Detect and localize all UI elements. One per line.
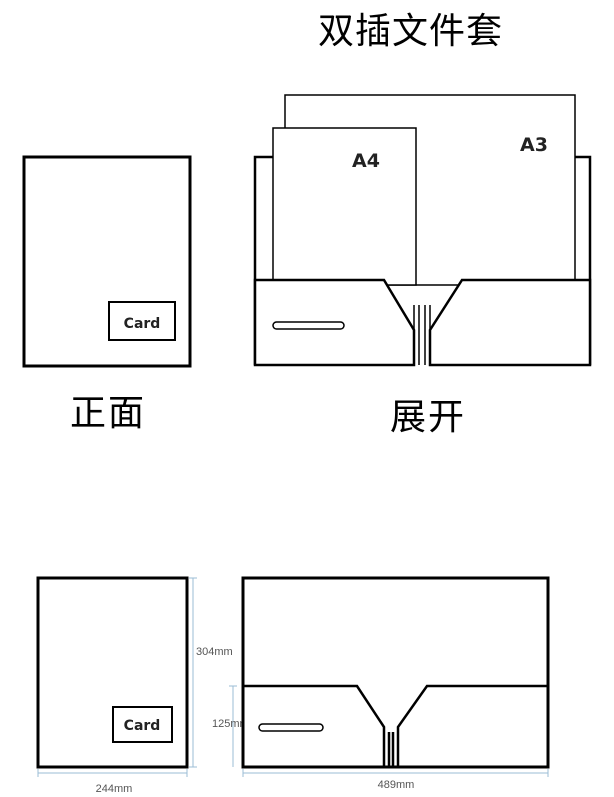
height-label: 304mm bbox=[196, 646, 233, 658]
front-view-label: 正面 bbox=[70, 393, 147, 434]
open-folder-dim bbox=[241, 576, 550, 769]
pocket-height-label: 125mm bbox=[212, 718, 249, 730]
business-card-slit-dim bbox=[258, 723, 324, 732]
width-open-label: 489mm bbox=[378, 779, 415, 791]
pockets-dim bbox=[243, 684, 548, 767]
open-dimension-view: 489mm bbox=[241, 576, 550, 791]
open-view: A3 A4 bbox=[253, 94, 592, 367]
front-view: Card bbox=[22, 155, 192, 368]
height-dimensions: 304mm 125mm bbox=[189, 577, 249, 768]
spine bbox=[413, 305, 431, 365]
card-slot-dim-label: Card bbox=[124, 718, 161, 734]
business-card-slit bbox=[272, 321, 345, 330]
right-pocket bbox=[428, 278, 592, 367]
page-title: 双插文件套 bbox=[318, 11, 504, 52]
a3-sheet-label: A3 bbox=[520, 134, 548, 156]
a4-sheet-label: A4 bbox=[352, 150, 380, 172]
width-closed-label: 244mm bbox=[96, 783, 133, 795]
front-dimension-view: Card 244mm bbox=[36, 576, 189, 795]
card-slot-label: Card bbox=[124, 316, 161, 332]
a4-sheet bbox=[272, 127, 417, 286]
card-slot bbox=[108, 301, 176, 341]
card-slot-dim bbox=[112, 706, 173, 743]
open-view-label: 展开 bbox=[390, 397, 467, 438]
